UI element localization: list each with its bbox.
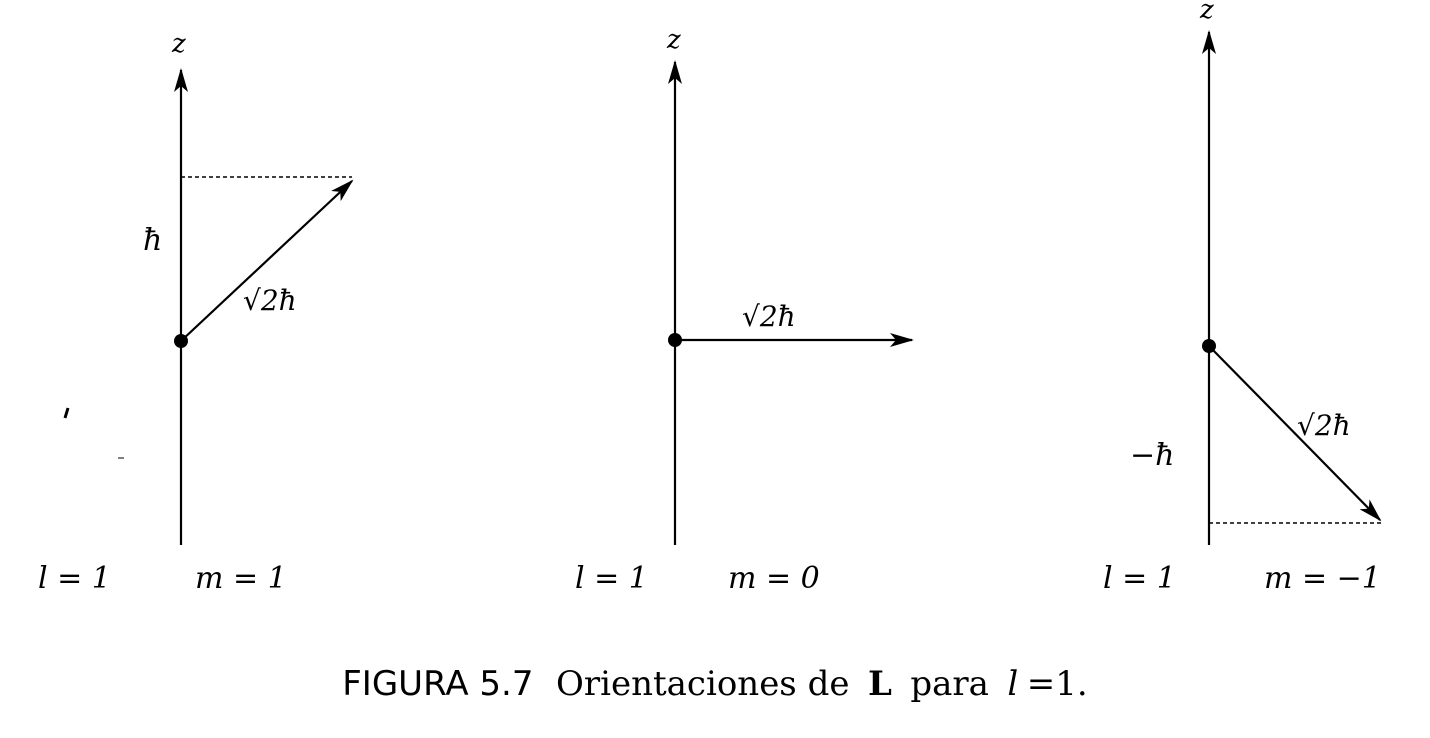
vector-magnitude-label: √2ħ — [1297, 409, 1351, 442]
vector-magnitude-label: √2ħ — [742, 300, 796, 333]
origin-dot — [668, 333, 682, 347]
angular-momentum-vector — [1208, 345, 1382, 522]
l-label: l = 1 — [575, 561, 648, 596]
z-axis-label: z — [1199, 0, 1214, 25]
caption-symbol: L — [868, 664, 892, 704]
l-label: l = 1 — [1103, 561, 1176, 596]
caption-number: FIGURA 5.7 — [342, 664, 533, 704]
m-label: m = 1 — [195, 561, 287, 596]
caption-text: para — [910, 664, 989, 704]
origin-dot — [174, 334, 188, 348]
m-label: m = 0 — [728, 561, 820, 596]
vector-magnitude-label: √2ħ — [243, 284, 297, 317]
panel-m-0: z √2ħ l = 1 m = 0 — [575, 25, 914, 596]
panel-m-minus-1: z −ħ √2ħ l = 1 m = −1 — [1103, 0, 1382, 596]
projection-label: −ħ — [1130, 438, 1174, 473]
projection-label: ħ — [143, 223, 162, 258]
angular-momentum-vector — [180, 179, 354, 342]
figure-caption: FIGURA 5.7 Orientaciones de L para l =1. — [342, 664, 1087, 704]
l-label: l = 1 — [38, 561, 111, 596]
caption-value: =1. — [1027, 664, 1088, 704]
stray-mark — [63, 407, 70, 419]
caption-text: Orientaciones de — [556, 664, 850, 704]
z-axis-label: z — [666, 25, 681, 55]
panel-m-plus-1: z ħ √2ħ l = 1 m = 1 — [38, 29, 354, 596]
caption-variable: l — [1007, 664, 1018, 704]
m-label: m = −1 — [1264, 561, 1381, 596]
z-axis-label: z — [171, 29, 186, 59]
origin-dot — [1202, 339, 1216, 353]
